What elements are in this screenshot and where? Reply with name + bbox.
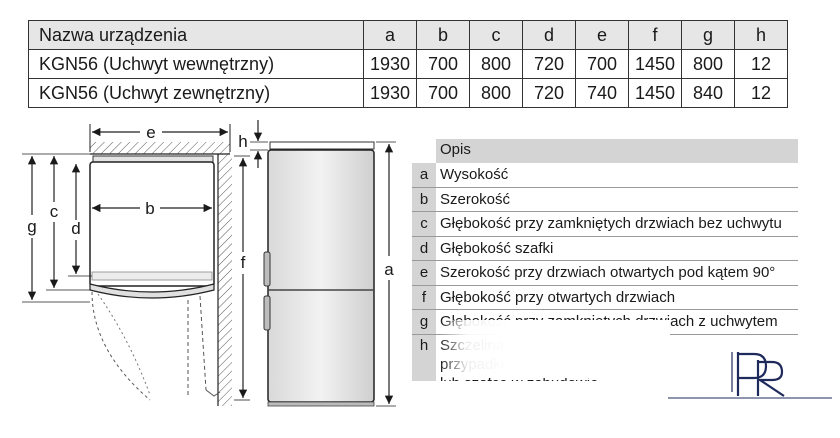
legend-text: Wysokość: [440, 166, 509, 183]
fridge-side-view: [263, 141, 375, 407]
cell-e: 740: [575, 78, 629, 108]
table-row: KGN56 (Uchwyt wewnętrzny) 1930 700 800 7…: [28, 49, 788, 79]
dimension-table: Nazwa urządzenia a b c d e f g h KGN56 (…: [28, 20, 788, 108]
legend-text: Szerokość: [440, 190, 511, 208]
cell-a: 1930: [363, 49, 417, 79]
label-a: a: [384, 260, 394, 279]
legend-item: f Głębokość przy otwartych drzwiach: [412, 285, 798, 310]
dim-h: h: [238, 120, 268, 168]
label-e: e: [146, 123, 155, 142]
cell-b: 700: [416, 78, 470, 108]
dim-f: f: [234, 155, 250, 401]
dim-e: e: [89, 123, 231, 152]
dim-gcd: g c d: [22, 153, 92, 303]
legend-item: b Szerokość: [412, 187, 798, 212]
legend-letter: h: [412, 334, 436, 381]
wall-top-view: [90, 142, 232, 406]
header-col-d: d: [522, 20, 576, 50]
cell-h: 12: [734, 78, 788, 108]
legend-item: d Głębokość szafki: [412, 236, 798, 261]
legend-item: e Szerokość przy drzwiach otwartych pod …: [412, 261, 798, 286]
legend-text: Szerokość przy drzwiach otwartych pod ką…: [440, 264, 776, 281]
label-h: h: [238, 132, 247, 151]
cell-h: 12: [734, 49, 788, 79]
door-handle-icon: [263, 295, 271, 331]
header-col-e: e: [575, 20, 629, 50]
table-row: KGN56 (Uchwyt zewnętrzny) 1930 700 800 7…: [28, 78, 788, 108]
fridge-top-view: [89, 155, 221, 401]
legend-item: c Głębokość przy zamkniętych drzwiach be…: [412, 212, 798, 237]
legend-header: Opis: [412, 139, 798, 163]
legend-letter: a: [412, 163, 436, 187]
cell-f: 1450: [628, 49, 682, 79]
cell-c: 800: [469, 49, 523, 79]
cell-a: 1930: [363, 78, 417, 108]
legend-text: Głębokość szafki: [440, 239, 554, 257]
legend-title: Opis: [440, 141, 471, 158]
label-g: g: [27, 217, 36, 236]
cell-d: 720: [522, 78, 576, 108]
device-name: KGN56 (Uchwyt wewnętrzny): [28, 49, 364, 79]
cell-d: 720: [522, 49, 576, 79]
header-device-name: Nazwa urządzenia: [28, 20, 364, 50]
legend-item: a Wysokość: [412, 163, 798, 188]
header-col-c: c: [469, 20, 523, 50]
legend-letter: d: [412, 236, 436, 260]
cell-c: 800: [469, 78, 523, 108]
cell-f: 1450: [628, 78, 682, 108]
legend-letter: b: [412, 187, 436, 211]
header-col-h: h: [734, 20, 788, 50]
device-name: KGN56 (Uchwyt zewnętrzny): [28, 78, 364, 108]
header-col-a: a: [363, 20, 417, 50]
header-col-g: g: [681, 20, 735, 50]
watermark-fade: [440, 320, 670, 378]
cell-b: 700: [416, 49, 470, 79]
legend-letter: g: [412, 310, 436, 334]
label-f: f: [241, 253, 246, 272]
legend-text: Głębokość przy zamkniętych drzwiach bez …: [440, 215, 782, 232]
header-col-b: b: [416, 20, 470, 50]
label-b: b: [145, 199, 154, 218]
pr-monogram-logo-icon: [668, 352, 832, 399]
cell-g: 800: [681, 49, 735, 79]
dimension-drawing: e b g c d f: [22, 120, 396, 407]
door-handle-icon: [263, 251, 271, 287]
dim-a: a: [376, 141, 396, 407]
legend-text: Głębokość przy otwartych drzwiach: [440, 288, 676, 306]
label-c: c: [50, 202, 59, 221]
table-header-row: Nazwa urządzenia a b c d e f g h: [28, 20, 788, 50]
label-d: d: [71, 219, 80, 238]
cell-e: 700: [575, 49, 629, 79]
header-col-f: f: [628, 20, 682, 50]
legend-letter: c: [412, 212, 436, 236]
cell-g: 840: [681, 78, 735, 108]
legend-letter: f: [412, 285, 436, 309]
legend-letter: e: [412, 261, 436, 285]
dim-b: b: [92, 199, 212, 218]
